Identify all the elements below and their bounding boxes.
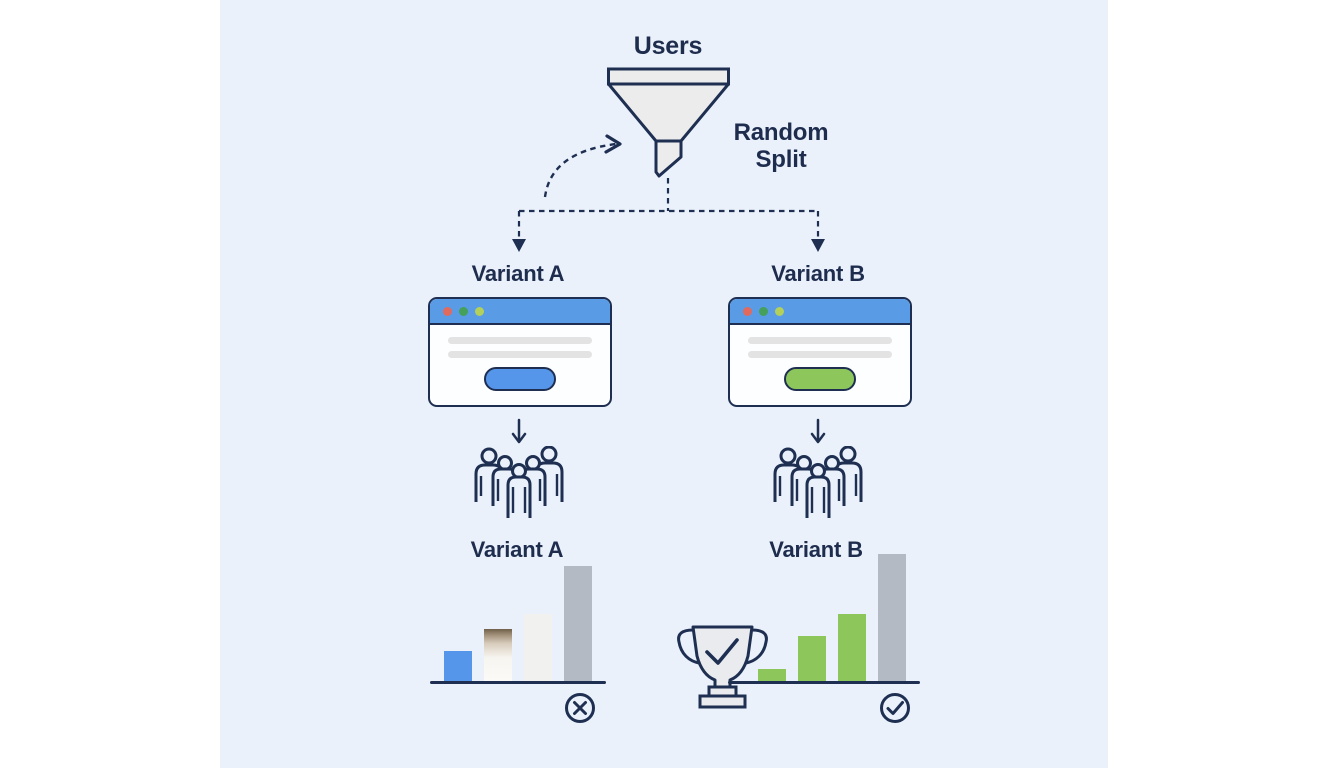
browser-window-variant-a [428, 297, 612, 407]
check-circle-icon [880, 693, 910, 723]
variant-a-bar-chart [444, 566, 592, 681]
window-dot-green-icon [759, 306, 768, 316]
cross-circle-icon [565, 693, 595, 723]
bar-variant-a-2 [484, 629, 512, 681]
bar-variant-b-3 [838, 614, 866, 681]
content-placeholder-line [748, 337, 892, 344]
funnel-icon [607, 67, 730, 178]
down-arrow-icon [810, 418, 826, 444]
chart-b-axis-line [728, 681, 920, 684]
window-dot-red-icon [743, 306, 752, 316]
window-dot-green-icon [459, 306, 468, 316]
content-placeholder-line [448, 337, 592, 344]
variant-b-result-label: Variant B [769, 537, 863, 562]
browser-titlebar [730, 299, 910, 325]
bar-variant-a-4 [564, 566, 592, 681]
content-placeholder-line [448, 351, 592, 358]
chart-a-axis-line [430, 681, 606, 684]
variant-b-bar-chart [758, 554, 906, 681]
variant-a-cta-button[interactable] [484, 367, 556, 391]
bar-variant-a-3 [524, 614, 552, 681]
browser-window-variant-b [728, 297, 912, 407]
bar-variant-b-2 [798, 636, 826, 681]
window-dot-yellow-icon [475, 306, 484, 316]
browser-titlebar [430, 299, 610, 325]
trophy-icon [677, 625, 768, 709]
window-dot-yellow-icon [775, 306, 784, 316]
bar-variant-a-1 [444, 651, 472, 681]
window-dot-red-icon [443, 306, 452, 316]
variant-a-branch-label: Variant A [471, 261, 565, 286]
bar-variant-b-1 [758, 669, 786, 681]
crowd-icon-variant-a [467, 446, 571, 518]
crowd-icon-variant-b [766, 446, 870, 518]
random-split-line2: Split [755, 146, 807, 173]
variant-b-cta-button[interactable] [784, 367, 856, 391]
content-placeholder-line [748, 351, 892, 358]
variant-b-branch-label: Variant B [771, 261, 865, 286]
random-split-line1: Random [733, 119, 829, 146]
ab-test-diagram: Users Random Split Variant A Variant B [220, 0, 1108, 768]
random-split-label: Random Split [716, 119, 846, 173]
down-arrow-icon [511, 418, 527, 444]
split-arrows-icon [512, 134, 825, 252]
curved-dashed-arrow-icon [543, 142, 617, 198]
users-label: Users [633, 32, 703, 60]
variant-a-result-label: Variant A [470, 537, 564, 562]
bar-variant-b-4 [878, 554, 906, 681]
